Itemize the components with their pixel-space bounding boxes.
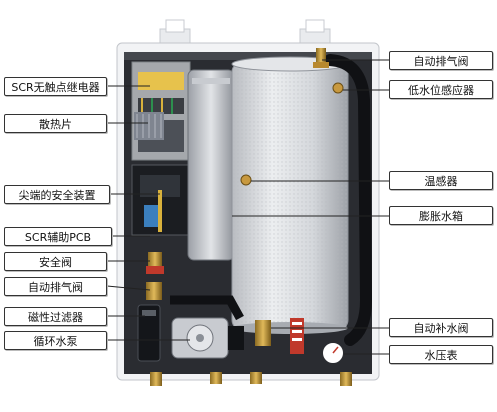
label-low-water-sensor: 低水位感应器 [389, 80, 493, 99]
main-tank [231, 56, 349, 334]
return-hose [324, 54, 373, 346]
leader-auto-vent-left [106, 285, 151, 291]
label-expansion-tank: 膨胀水箱 [389, 206, 493, 225]
label-magnetic-filter: 磁性过滤器 [4, 307, 107, 326]
label-pressure-gauge: 水压表 [389, 345, 493, 364]
water-pressure-gauge [321, 341, 345, 365]
safety-valve [146, 252, 164, 274]
label-tip-safety: 尖端的安全装置 [4, 185, 110, 204]
label-auto-vent-right: 自动排气阀 [389, 51, 493, 70]
auto-refill-valve [255, 320, 271, 346]
thermometer-sensor [240, 174, 252, 186]
warning-tag [290, 318, 304, 354]
leader-lines [106, 59, 389, 355]
auto-vent-right-valve [313, 48, 329, 68]
label-scr-pcb: SCR辅助PCB [4, 227, 112, 246]
auto-vent-left-valve [146, 282, 162, 300]
low-water-sensor [332, 82, 344, 94]
label-safety-valve: 安全阀 [4, 252, 107, 271]
heat-sink [134, 112, 164, 140]
label-thermometer: 温感器 [389, 171, 493, 190]
label-auto-vent-left: 自动排气阀 [4, 277, 107, 296]
circulation-pump [171, 317, 244, 359]
label-scr-relay: SCR无触点继电器 [4, 77, 107, 96]
magnetic-filter [137, 304, 161, 362]
label-heat-sink: 散热片 [4, 114, 107, 133]
label-circulation-pump: 循环水泵 [4, 331, 107, 350]
expansion-tank [187, 69, 235, 261]
lower-pipe [170, 295, 244, 321]
label-auto-refill-valve: 自动补水阀 [389, 318, 493, 337]
scr-relay-module [131, 61, 191, 161]
